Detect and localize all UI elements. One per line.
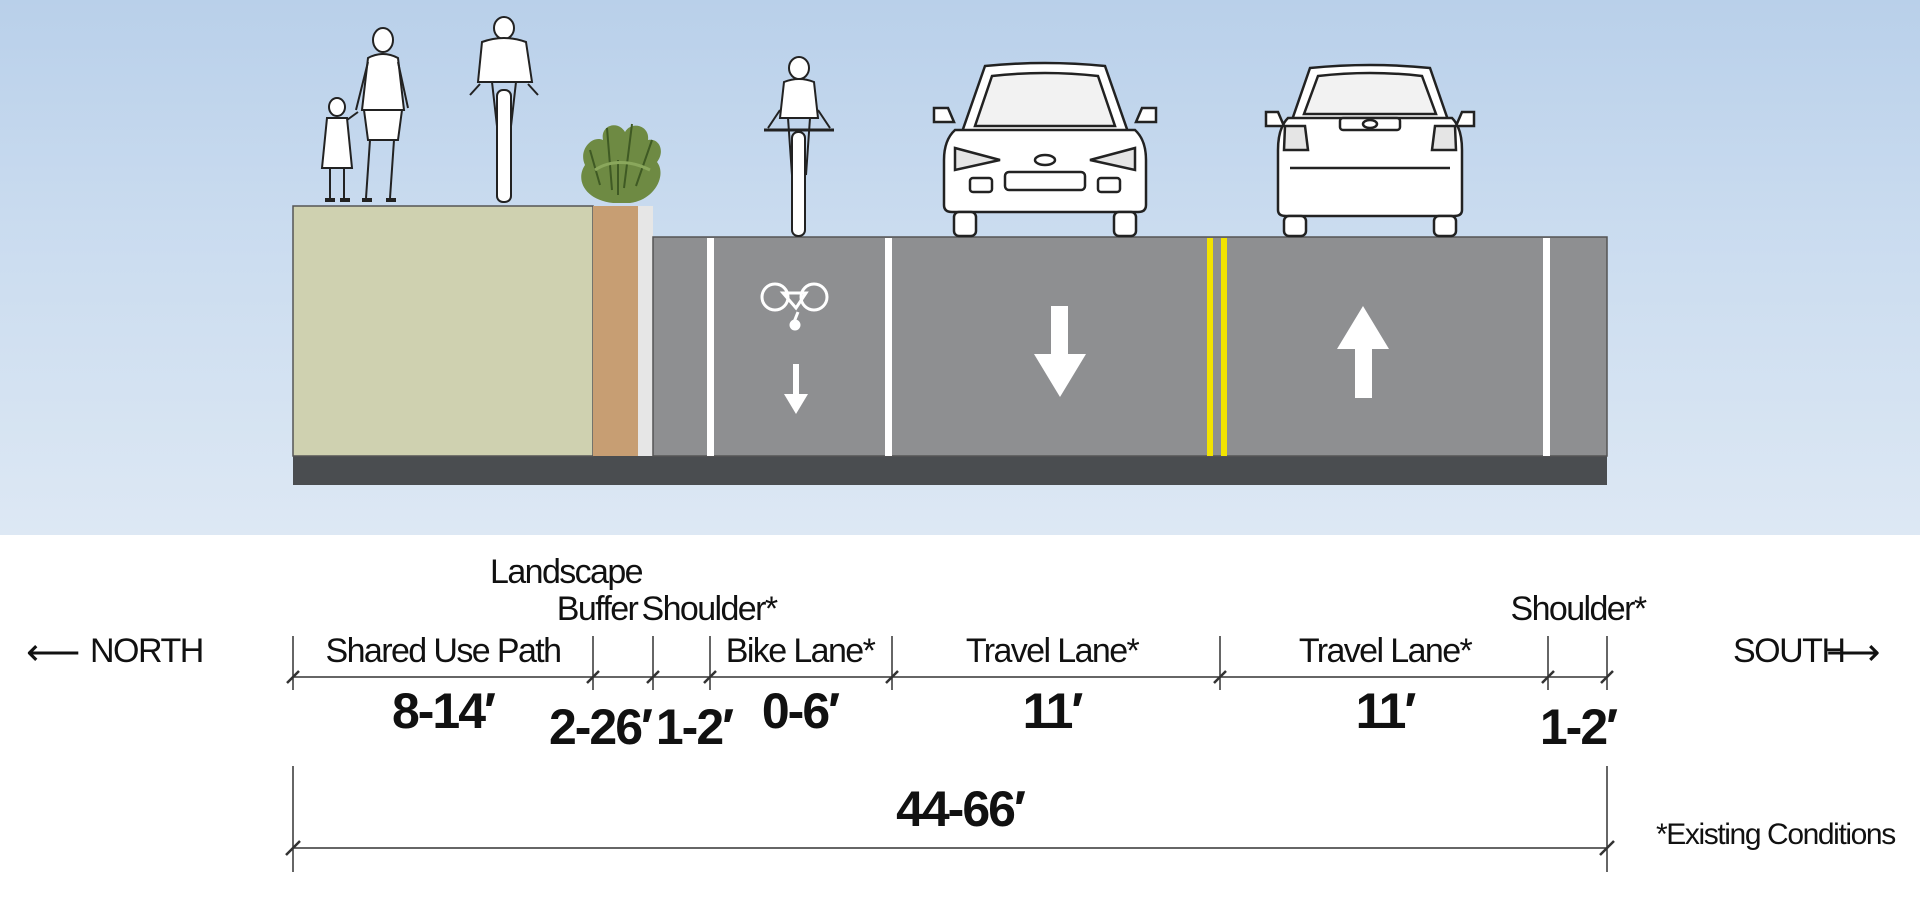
segment-label-bike-lane: Bike Lane*: [725, 632, 876, 670]
segment-label-shoulder-right: Shoulder*: [1510, 590, 1648, 628]
segment-width-shoulder-left: 1-2′: [655, 699, 734, 755]
segment-width-travel-lane-2: 11′: [1355, 683, 1417, 739]
cyclist-icon: [469, 16, 539, 203]
shrub-icon: [581, 123, 661, 203]
arrow-right-icon: ⟶: [1826, 632, 1881, 674]
arrow-down-icon: [1034, 306, 1086, 397]
shoulder-left-surface: [638, 206, 653, 456]
segment-width-landscape-buffer: 2-26′: [548, 699, 653, 755]
car-rear-icon: [1264, 63, 1476, 238]
road-surface: [652, 236, 1608, 457]
arrow-up-icon: [1337, 306, 1389, 398]
lane-line-bike: [885, 238, 892, 456]
pedestrian-adult-icon: [355, 27, 409, 202]
segment-label-travel-lane-1: Travel Lane*: [965, 632, 1140, 670]
segment-dimension-line: [286, 636, 1614, 690]
lane-line-left: [707, 238, 714, 456]
segment-width-shared-use-path: 8-14′: [391, 683, 496, 739]
segment-label-travel-lane-2: Travel Lane*: [1298, 632, 1473, 670]
total-width: 44-66′: [896, 781, 1026, 837]
total-dimension-line: [285, 766, 1615, 872]
car-front-icon: [932, 61, 1158, 238]
segment-label-shared-use-path: Shared Use Path: [325, 632, 563, 670]
bike-symbol-icon: [760, 282, 829, 331]
shared-use-path-surface: [292, 205, 594, 457]
segment-label-landscape-line2: Buffer: [556, 590, 639, 628]
landscape-buffer-surface: [593, 206, 638, 456]
arrow-down-icon: [784, 364, 808, 414]
segment-width-shoulder-right: 1-2′: [1539, 699, 1618, 755]
lane-line-right: [1543, 238, 1550, 456]
arrow-left-icon: ⟵: [26, 632, 81, 674]
segment-width-travel-lane-1: 11′: [1022, 683, 1084, 739]
existing-conditions-note: *Existing Conditions: [1656, 818, 1896, 851]
segment-width-bike-lane: 0-6′: [761, 683, 840, 739]
base-slab: [293, 455, 1607, 485]
center-line-a: [1207, 238, 1213, 456]
cyclist-icon: [764, 56, 834, 237]
segment-label-shoulder-left: Shoulder*: [641, 590, 779, 628]
north-label: NORTH: [90, 632, 204, 670]
segment-label-landscape-line1: Landscape: [490, 553, 644, 591]
south-label: SOUTH: [1733, 632, 1846, 670]
center-line-b: [1221, 238, 1227, 456]
pedestrian-child-icon: [320, 97, 359, 202]
